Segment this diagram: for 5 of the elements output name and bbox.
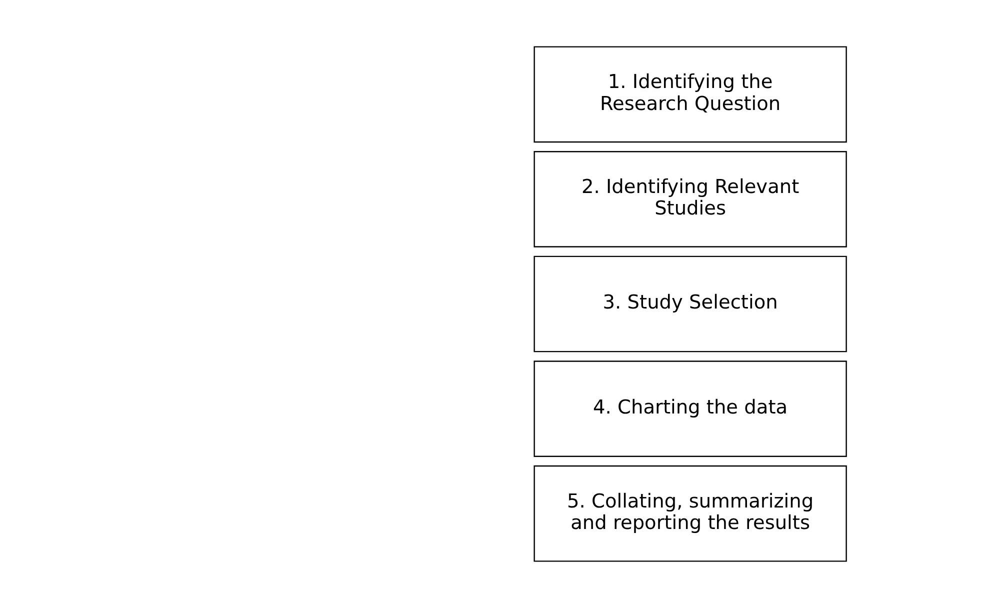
node-box: 3. Study Selection xyxy=(534,255,847,352)
node-box: 2. Identifying Relevant Studies xyxy=(534,150,847,247)
node-box: 1. Identifying the Research Question xyxy=(534,46,847,142)
node-box: 4. Charting the data xyxy=(534,360,847,456)
node-box: 5. Collating, summarizing and reporting the results xyxy=(534,464,847,562)
